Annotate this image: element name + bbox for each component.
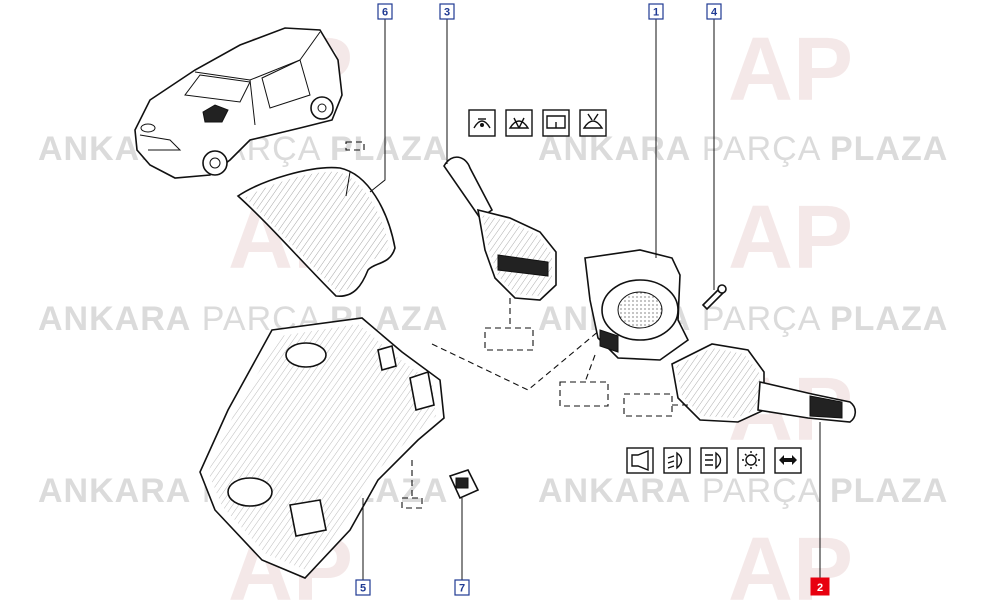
callout-label: 1	[653, 7, 659, 19]
lower-shroud	[199, 317, 445, 579]
watermark-line: ANKARA PARÇA PLAZA	[38, 300, 448, 338]
connector-placeholder	[559, 381, 609, 407]
switch-location-marker	[202, 104, 229, 123]
leader-lines	[362, 16, 821, 582]
callout-5[interactable]: 5	[355, 579, 371, 596]
callout-4[interactable]: 4	[706, 3, 722, 20]
upper-shroud	[236, 166, 396, 297]
screw	[701, 284, 727, 311]
turn-signal-icon	[774, 447, 802, 474]
callout-label: 5	[360, 583, 366, 595]
callout-label: 6	[382, 7, 388, 19]
car-illustration	[134, 27, 343, 179]
watermark-line: ANKARA PARÇA PLAZA	[538, 472, 948, 510]
callout-label: 3	[444, 7, 450, 19]
callout-3[interactable]: 3	[439, 3, 455, 20]
horn-icon	[626, 447, 654, 474]
light-icon-row	[626, 447, 802, 474]
clip	[448, 469, 480, 500]
low-beam-icon	[663, 447, 691, 474]
high-beam-icon	[700, 447, 728, 474]
front-wiper-icon	[505, 109, 533, 137]
rear-wiper-icon	[542, 109, 570, 137]
wiper-stalk	[443, 156, 557, 301]
watermark-logo-text: AP	[728, 20, 853, 120]
callout-1[interactable]: 1	[648, 3, 664, 20]
wiper-icon-row	[468, 109, 607, 137]
watermark-line: ANKARA PARÇA PLAZA	[538, 130, 948, 168]
callout-7[interactable]: 7	[454, 579, 470, 596]
connector-placeholder	[401, 497, 423, 509]
wiper-intermittent-icon	[468, 109, 496, 137]
connector-placeholder	[623, 393, 673, 417]
watermark-logo-text: AP	[728, 520, 853, 600]
lighting-stalk	[671, 343, 857, 423]
watermark-logo-text: AP	[728, 188, 853, 288]
connector-placeholder	[484, 327, 534, 351]
side-light-icon	[737, 447, 765, 474]
washer-icon	[579, 109, 607, 137]
connector-placeholder	[345, 141, 365, 151]
callout-label: 2	[817, 582, 823, 594]
callout-6[interactable]: 6	[377, 3, 393, 20]
switch-body-assembly	[584, 249, 690, 361]
callout-2-highlighted[interactable]: 2	[810, 577, 830, 596]
callout-label: 4	[711, 7, 718, 19]
watermark-text: ANKARA PARÇA PLAZA ANKARA PARÇA PLAZA AN…	[38, 130, 948, 510]
callout-label: 7	[459, 583, 465, 595]
